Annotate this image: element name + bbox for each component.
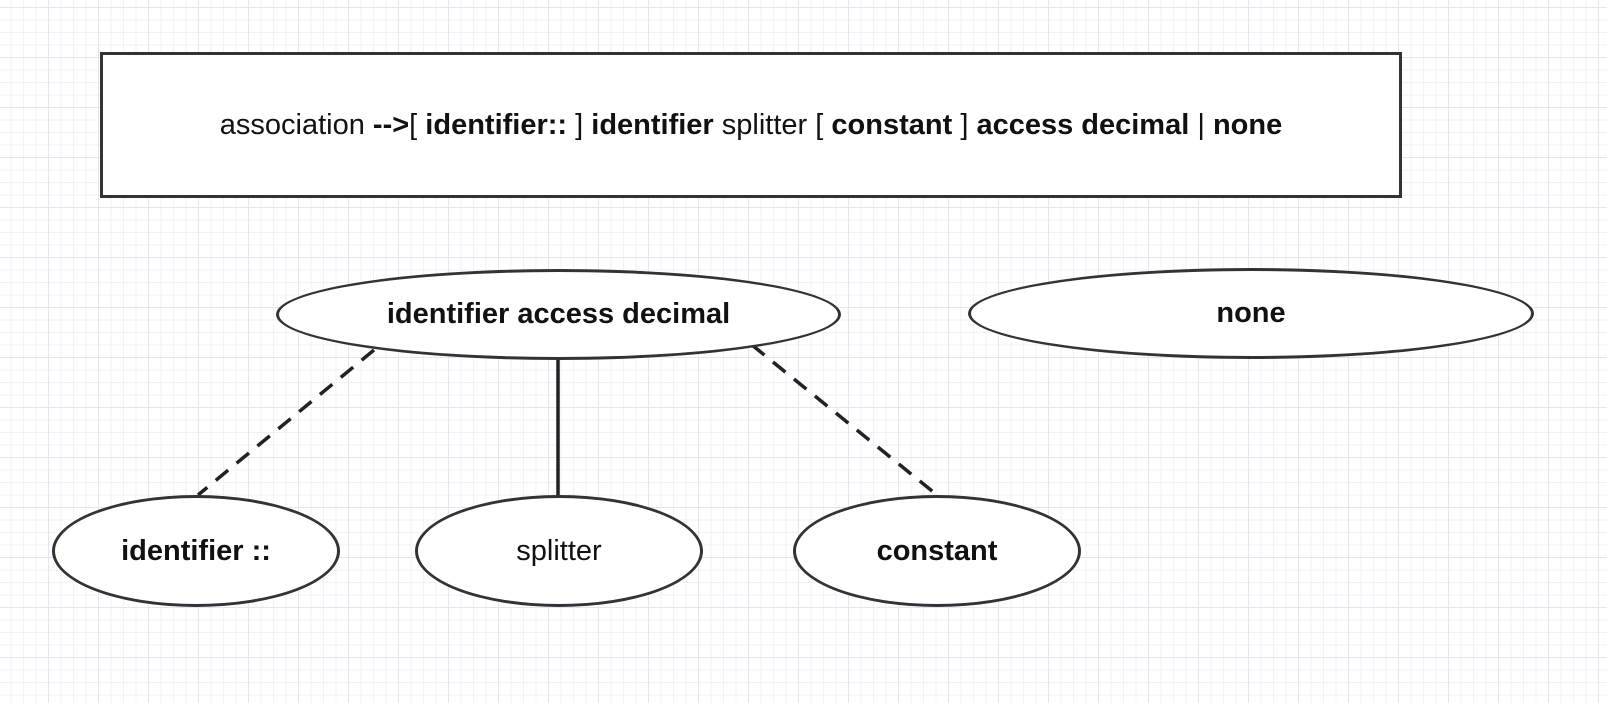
rule-pipe: | [1197,108,1205,141]
node-splitter: splitter [415,495,703,607]
node-none: none [968,268,1534,359]
rule-opt-constant: constant [831,108,953,141]
rule-splitter: splitter [721,108,808,141]
rule-lhs: association [219,108,365,141]
rule-close-bracket-2: ] [960,108,969,141]
rule-arrow: --> [372,108,410,141]
rule-close-bracket-1: ] [575,108,584,141]
node-label: identifier access decimal [386,298,731,330]
rule-text: association -->[ identifier:: ] identifi… [220,109,1282,142]
rule-none: none [1212,108,1283,141]
edge-root-to-constant [750,343,939,497]
node-label: constant [876,534,998,567]
node-identifier-scope: identifier :: [52,495,340,607]
rule-identifier: identifier [591,108,714,141]
node-label: none [1216,297,1286,329]
edge-root-to-identifier-scope [196,348,376,497]
node-identifier-access-decimal: identifier access decimal [276,269,841,360]
node-label: splitter [516,534,602,567]
rule-opt-identifier-scope: identifier:: [425,108,568,141]
rule-open-bracket-1: [ [409,108,418,141]
rule-access-decimal: access decimal [976,108,1190,141]
node-constant: constant [793,495,1081,607]
node-label: identifier :: [121,534,271,567]
rule-open-bracket-2: [ [815,108,824,141]
grammar-rule-box: association -->[ identifier:: ] identifi… [100,52,1402,198]
